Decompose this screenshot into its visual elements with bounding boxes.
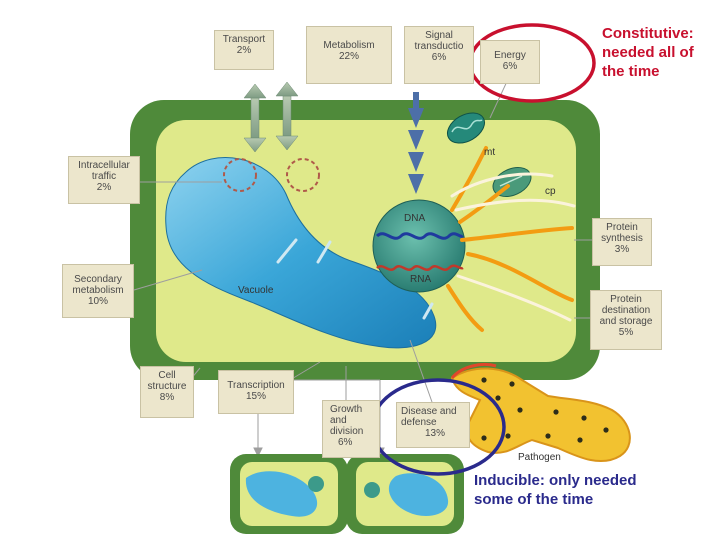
daughter-cell-left-vacuole bbox=[245, 471, 318, 517]
signal-pct: 6% bbox=[431, 52, 447, 63]
cell-structure-label: Cell structure bbox=[147, 370, 187, 392]
energy-box: Energy 6% bbox=[480, 40, 540, 84]
transport-pct: 2% bbox=[236, 45, 252, 56]
vesicle-rings bbox=[223, 158, 320, 192]
signal-box: Signal transductio 6% bbox=[404, 26, 474, 84]
mt-label: mt bbox=[484, 147, 496, 158]
disease-pct: 13% bbox=[425, 428, 446, 439]
energy-pct: 6% bbox=[502, 61, 518, 72]
protein-synthesis-pct: 3% bbox=[614, 244, 630, 255]
intracellular-pct: 2% bbox=[96, 182, 112, 193]
protein-synthesis-label: Protein synthesis bbox=[601, 222, 643, 244]
signal-label: Signal transductio bbox=[414, 30, 464, 52]
cell-structure-box: Cell structure 8% bbox=[140, 366, 194, 418]
vacuole bbox=[165, 157, 437, 349]
pathogen-label: Pathogen bbox=[518, 452, 561, 463]
metabolism-pct: 22% bbox=[338, 51, 359, 62]
inducible-annotation: Inducible: only needed some of the time bbox=[474, 472, 637, 508]
intracellular-box: Intracellular traffic 2% bbox=[68, 156, 140, 204]
signal-arrows bbox=[408, 92, 424, 194]
vacuole-arrows bbox=[276, 238, 434, 320]
transcription-label: Transcription bbox=[227, 380, 285, 391]
constitutive-annotation: Constitutive: needed all of the time bbox=[602, 25, 694, 80]
white-arrows bbox=[450, 172, 576, 322]
transport-label: Transport bbox=[222, 34, 266, 45]
metabolism-label: Metabolism bbox=[323, 40, 375, 51]
intracellular-label: Intracellular traffic bbox=[78, 160, 130, 182]
protein-destination-label: Protein destination and storage bbox=[599, 294, 653, 327]
transcription-box: Transcription 15% bbox=[218, 370, 294, 414]
disease-label: Disease and defense bbox=[401, 406, 457, 428]
transcription-pct: 15% bbox=[245, 391, 266, 402]
protein-synthesis-box: Protein synthesis 3% bbox=[592, 218, 652, 266]
rna-strand bbox=[376, 264, 464, 271]
vacuole-label: Vacuole bbox=[238, 285, 274, 296]
chloroplast-thylakoid bbox=[499, 175, 523, 187]
metabolism-box: Metabolism 22% bbox=[306, 26, 392, 84]
dna-label: DNA bbox=[404, 213, 426, 224]
growth-label: Growth and division bbox=[330, 404, 364, 437]
rna-label: RNA bbox=[410, 274, 432, 285]
growth-box: Growth and division 6% bbox=[322, 400, 380, 458]
secondary-label: Secondary metabolism bbox=[72, 274, 124, 296]
dna-strand bbox=[375, 232, 464, 240]
secondary-pct: 10% bbox=[87, 296, 108, 307]
transport-arrows bbox=[243, 81, 299, 153]
protein-destination-pct: 5% bbox=[618, 327, 634, 338]
daughter-cell-right-nucleus bbox=[364, 482, 380, 498]
cp-label: cp bbox=[545, 186, 556, 197]
energy-label: Energy bbox=[494, 50, 526, 61]
protein-destination-box: Protein destination and storage 5% bbox=[590, 290, 662, 350]
secondary-box: Secondary metabolism 10% bbox=[62, 264, 134, 318]
transport-box: Transport 2% bbox=[214, 30, 274, 70]
disease-box: Disease and defense 13% bbox=[396, 402, 470, 448]
mitochondrion-cristae bbox=[451, 119, 483, 133]
daughter-cell-left-nucleus bbox=[308, 476, 324, 492]
daughter-cell-right-vacuole bbox=[388, 473, 449, 516]
cell-structure-pct: 8% bbox=[159, 392, 175, 403]
growth-pct: 6% bbox=[338, 437, 353, 448]
protein-arrows bbox=[446, 146, 574, 332]
